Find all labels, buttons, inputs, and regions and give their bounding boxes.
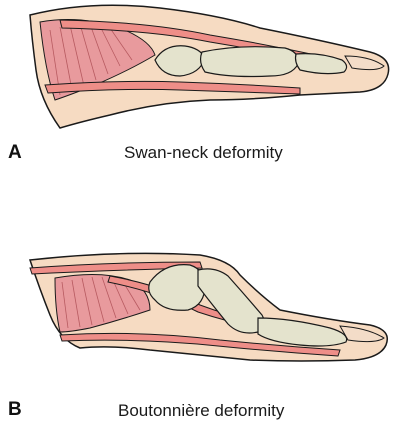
boutonniere-finger-illustration — [0, 200, 394, 395]
panel-letter-b: B — [8, 399, 22, 421]
panel-letter-a: A — [8, 142, 22, 164]
panel-swan-neck: A Swan-neck deformity — [0, 0, 394, 200]
panel-boutonniere: B Boutonnière deformity — [0, 200, 394, 426]
middle-phalanx — [201, 47, 299, 77]
swan-neck-finger-illustration — [0, 0, 394, 140]
caption-boutonniere: Boutonnière deformity — [118, 401, 284, 421]
caption-swan-neck: Swan-neck deformity — [124, 143, 283, 163]
